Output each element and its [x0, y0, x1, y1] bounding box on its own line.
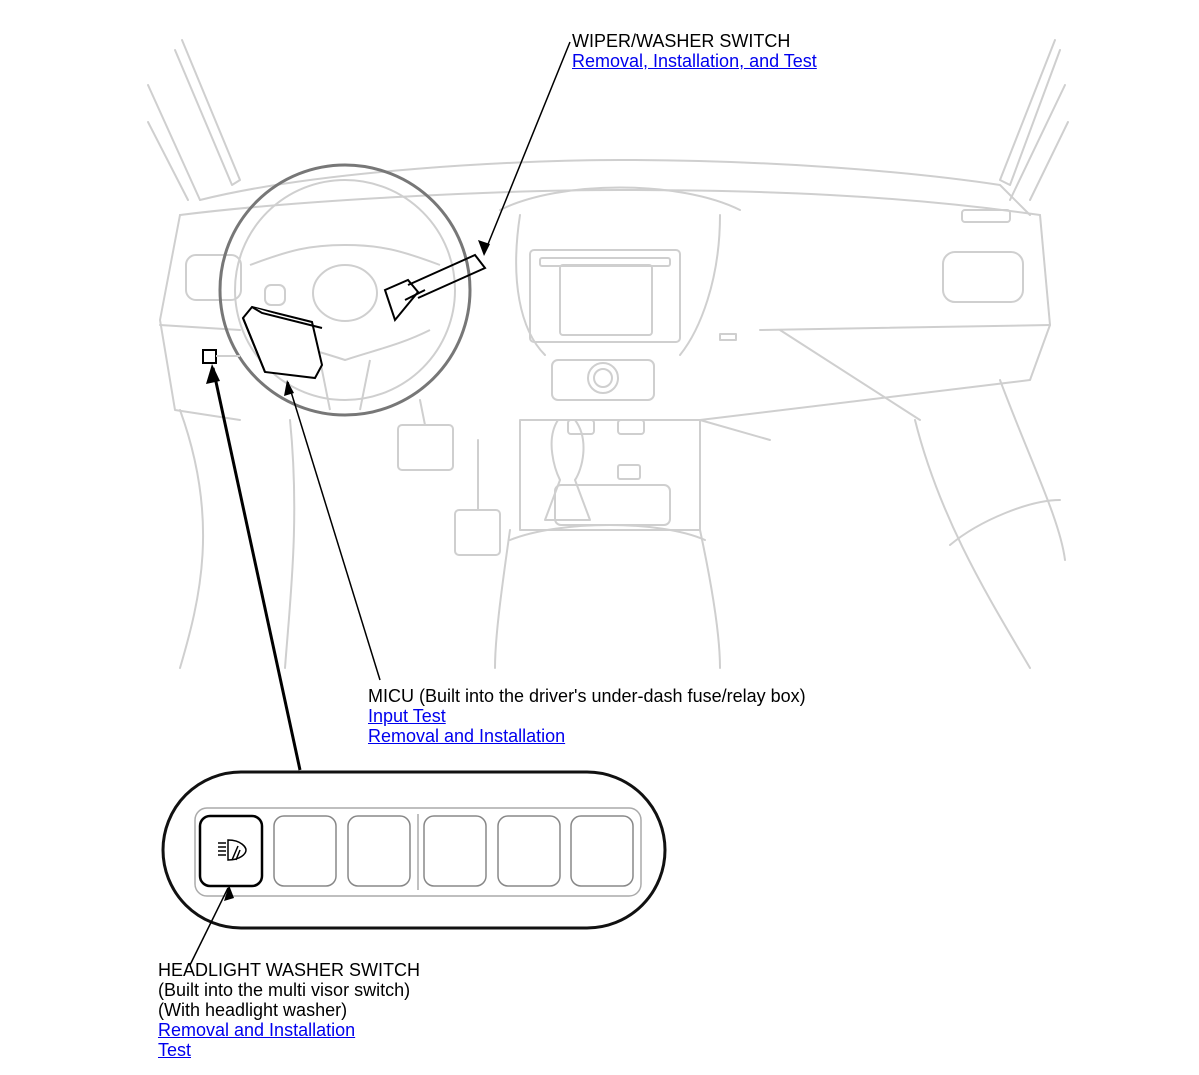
dash-right-body — [699, 214, 1051, 421]
console-slot — [617, 464, 641, 480]
left-floor-2 — [284, 419, 296, 669]
micu-input-test-link[interactable]: Input Test — [368, 706, 446, 726]
right-door — [949, 499, 1061, 546]
left-vent — [185, 254, 242, 301]
center-screen — [559, 264, 653, 336]
right-floor-2 — [999, 379, 1066, 561]
visor-arrowhead — [206, 364, 220, 384]
multi-visor-switch-zoom — [161, 770, 667, 930]
right-a-pillar-inner — [1009, 84, 1066, 201]
pedal-arm — [419, 399, 479, 511]
accelerator-pedal — [454, 509, 501, 556]
micu-removal-link[interactable]: Removal and Installation — [368, 726, 566, 746]
dash-top-2 — [179, 189, 1041, 216]
left-a-pillar — [174, 39, 241, 186]
left-floor — [179, 409, 205, 669]
wiper-stalk — [383, 253, 487, 323]
center-screen-outer — [529, 249, 681, 343]
headlight-washer-arrowhead — [224, 885, 234, 901]
console-button-2 — [617, 419, 645, 435]
brake-pedal — [397, 424, 454, 471]
center-bar — [539, 257, 671, 267]
headlight-washer-callout: HEADLIGHT WASHER SWITCH (Built into the … — [158, 960, 420, 1060]
shifter — [544, 419, 591, 521]
dash-left-body — [159, 214, 241, 421]
micu-title: MICU (Built into the driver's under-dash… — [368, 686, 806, 706]
micu-arrowhead — [284, 380, 294, 396]
armrest-top — [509, 524, 706, 541]
dash-top — [199, 159, 1031, 216]
center-stack-right — [679, 214, 721, 356]
multi-visor-switch-location — [202, 349, 217, 364]
wiper-washer-title: WIPER/WASHER SWITCH — [572, 31, 791, 51]
left-a-pillar-inner-2 — [147, 121, 189, 201]
right-a-pillar-inner-2 — [1029, 121, 1069, 201]
wiper-washer-callout: WIPER/WASHER SWITCH Removal, Installatio… — [572, 31, 817, 71]
headlight-washer-icon — [218, 839, 247, 861]
center-knob — [587, 362, 619, 394]
center-knob-inner — [593, 368, 613, 388]
headlight-washer-line2: (Built into the multi visor switch) — [158, 980, 411, 1000]
micu-leader-line — [287, 381, 381, 681]
center-controls — [551, 359, 655, 401]
right-small-indicator — [719, 333, 737, 341]
headlight-washer-title: HEADLIGHT WASHER SWITCH — [158, 960, 421, 980]
center-stack-left — [515, 214, 546, 356]
steering-wheel — [218, 163, 472, 417]
center-stack-hood — [499, 186, 741, 211]
visor-leader-line — [211, 367, 302, 771]
headlight-washer-line3: (With headlight washer) — [158, 1000, 348, 1020]
wiper-washer-link[interactable]: Removal, Installation, and Test — [572, 51, 817, 71]
right-small-slot — [961, 209, 1011, 223]
wiper-leader-line — [483, 41, 571, 255]
right-vent — [942, 251, 1024, 303]
wiper-arrowhead — [478, 240, 490, 256]
right-a-pillar — [999, 39, 1061, 186]
micu-callout: MICU (Built into the driver's under-dash… — [368, 686, 806, 746]
headlight-washer-leader-line — [189, 887, 229, 966]
headlight-washer-removal-link[interactable]: Removal and Installation — [158, 1020, 356, 1040]
right-vent-lines — [699, 329, 921, 441]
left-a-pillar-inner — [147, 84, 201, 201]
micu-box — [241, 305, 324, 380]
right-floor — [914, 419, 1031, 669]
headlight-washer-test-link[interactable]: Test — [158, 1040, 192, 1060]
headlight-washer-button — [198, 814, 264, 888]
armrest — [494, 529, 721, 669]
